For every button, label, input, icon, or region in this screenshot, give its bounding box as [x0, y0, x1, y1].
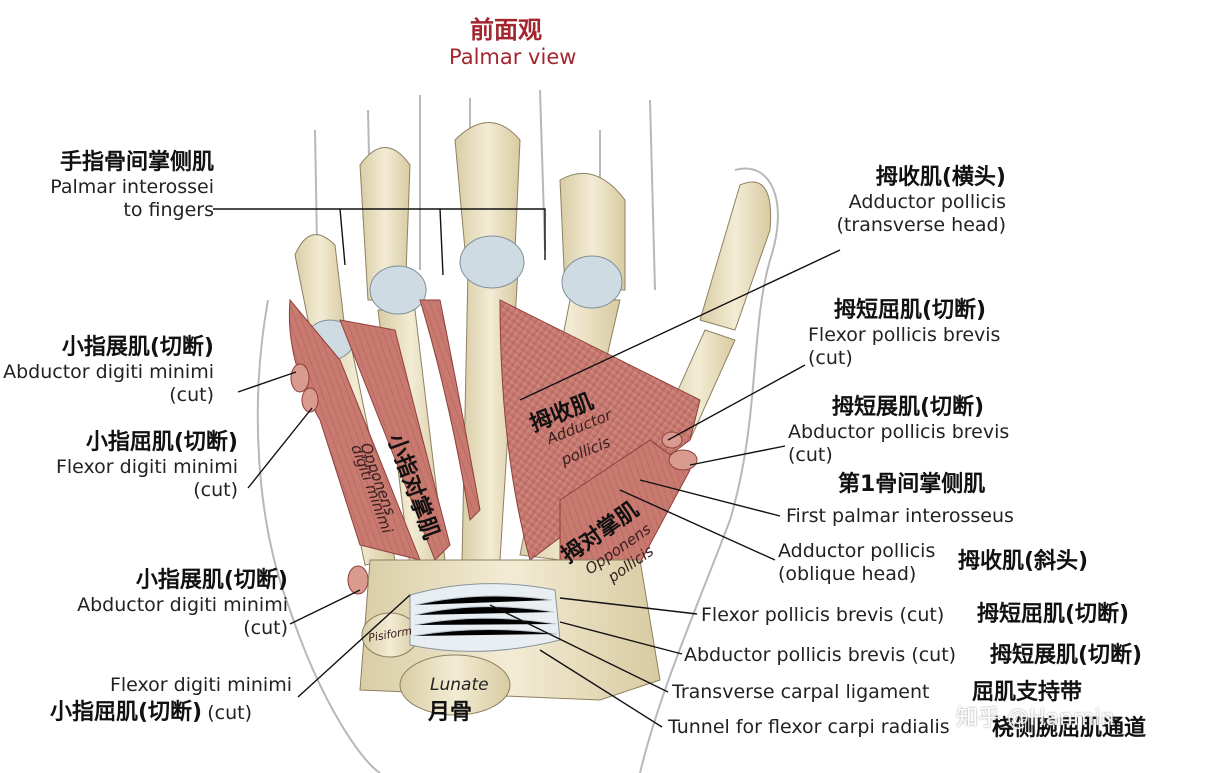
label-abductor-pollicis-brevis-bottom-en: Abductor pollicis brevis (cut) [684, 644, 957, 666]
label-adductor-pollicis-oblique-zh: 拇收肌(斜头) [958, 549, 1089, 574]
label-flexor-digiti-minimi-top: 小指屈肌(切断) Flexor digiti minimi (cut) [55, 430, 238, 502]
label-adductor-pollicis-transverse: 拇收肌(横头) Adductor pollicis (transverse he… [836, 165, 1006, 237]
title-en: Palmar view [449, 45, 577, 69]
label-transverse-carpal-zh: 屈肌支持带 [972, 680, 1083, 705]
muscles [288, 298, 701, 601]
leader-lines [213, 208, 841, 728]
label-transverse-carpal-en: Transverse carpal ligament [672, 681, 930, 703]
label-abductor-pollicis-brevis-bottom-zh: 拇短展肌(切断) [990, 643, 1143, 668]
label-first-palmar-interosseus-en: First palmar interosseus [786, 505, 1014, 527]
label-lunate-zh: 月骨 [428, 700, 473, 725]
title-zh: 前面观 [470, 16, 542, 44]
label-first-palmar-interosseus-zh: 第1骨间掌侧肌 [838, 472, 986, 497]
label-abductor-digiti-minimi-top: 小指展肌(切断) Abductor digiti minimi (cut) [3, 335, 214, 407]
carpal-region [359, 559, 661, 716]
label-lunate-en: Lunate [430, 675, 489, 695]
label-tunnel-fcr-en: Tunnel for flexor carpi radialis [668, 716, 950, 738]
label-tunnel-fcr-zh: 桡侧腕屈肌通道 [992, 716, 1147, 741]
label-adductor-pollicis-oblique-en: Adductor pollicis (oblique head) [778, 540, 936, 585]
label-palmar-interossei: 手指骨间掌侧肌 Palmar interossei to fingers [50, 150, 214, 222]
label-flexor-digiti-minimi-bottom-en: Flexor digiti minimi [109, 674, 292, 696]
watermark: 知乎 @Hanmin [956, 706, 1115, 731]
label-flexor-digiti-minimi-bottom: 小指屈肌(切断) (cut) [50, 700, 252, 725]
label-abductor-pollicis-brevis-top: 拇短展肌(切断) Abductor pollicis brevis (cut) [788, 395, 1010, 467]
label-flexor-pollicis-brevis-bottom-en: Flexor pollicis brevis (cut) [701, 604, 945, 626]
label-flexor-pollicis-brevis-bottom-zh: 拇短屈肌(切断) [977, 602, 1130, 627]
label-flexor-pollicis-brevis-top: 拇短屈肌(切断) Flexor pollicis brevis (cut) [808, 298, 1001, 370]
label-abductor-digiti-minimi-bottom: 小指展肌(切断) Abductor digiti minimi (cut) [77, 568, 288, 640]
